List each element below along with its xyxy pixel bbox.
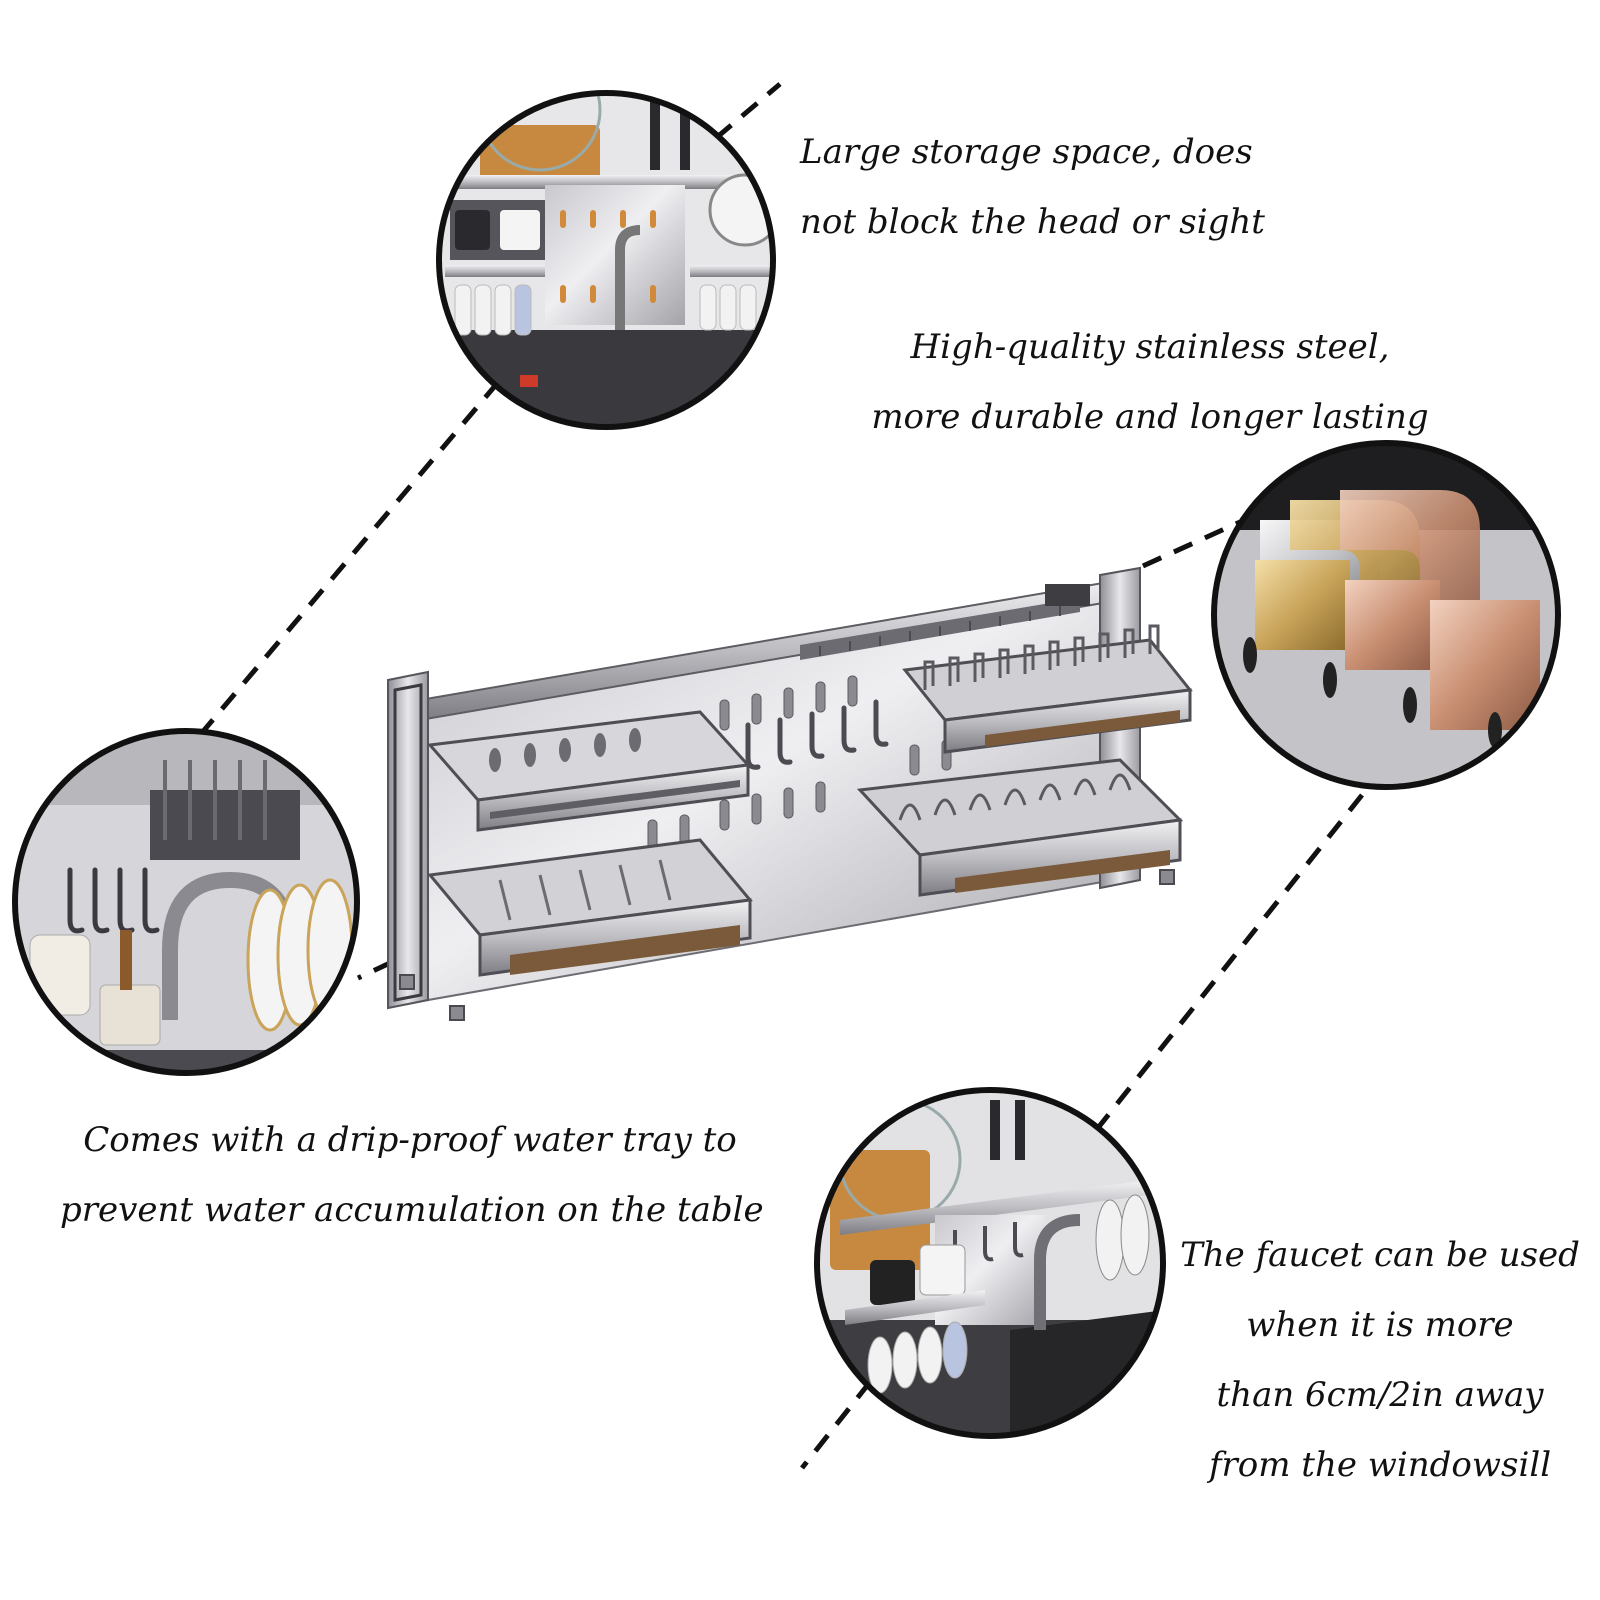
callout-top-rack-closeup	[436, 90, 776, 430]
callout-right-finish-closeup	[1211, 440, 1561, 790]
caption-faucet-line3: than 6cm/2in away	[1216, 1375, 1544, 1415]
caption-storage-space: Large storage space, does not block the …	[800, 117, 1265, 257]
caption-stainless-steel: High-quality stainless steel, more durab…	[860, 312, 1440, 452]
caption-faucet-clearance: The faucet can be used when it is more t…	[1165, 1220, 1595, 1500]
caption-storage-line1: Large storage space, does	[800, 132, 1253, 172]
caption-water-tray: Comes with a drip-proof water tray to pr…	[60, 1105, 764, 1245]
caption-faucet-line2: when it is more	[1246, 1305, 1514, 1345]
callout-left-dishes-closeup	[12, 728, 360, 1076]
callout-bottom-sink-closeup	[814, 1087, 1166, 1439]
caption-faucet-line4: from the windowsill	[1208, 1445, 1552, 1485]
caption-steel-line2: more durable and longer lasting	[871, 397, 1429, 437]
caption-tray-line1: Comes with a drip-proof water tray to	[83, 1120, 737, 1160]
caption-storage-line2: not block the head or sight	[800, 202, 1265, 242]
caption-tray-line2: prevent water accumulation on the table	[60, 1190, 764, 1230]
caption-steel-line1: High-quality stainless steel,	[910, 327, 1390, 367]
caption-faucet-line1: The faucet can be used	[1180, 1235, 1580, 1275]
main-product-rack	[387, 566, 1193, 1021]
